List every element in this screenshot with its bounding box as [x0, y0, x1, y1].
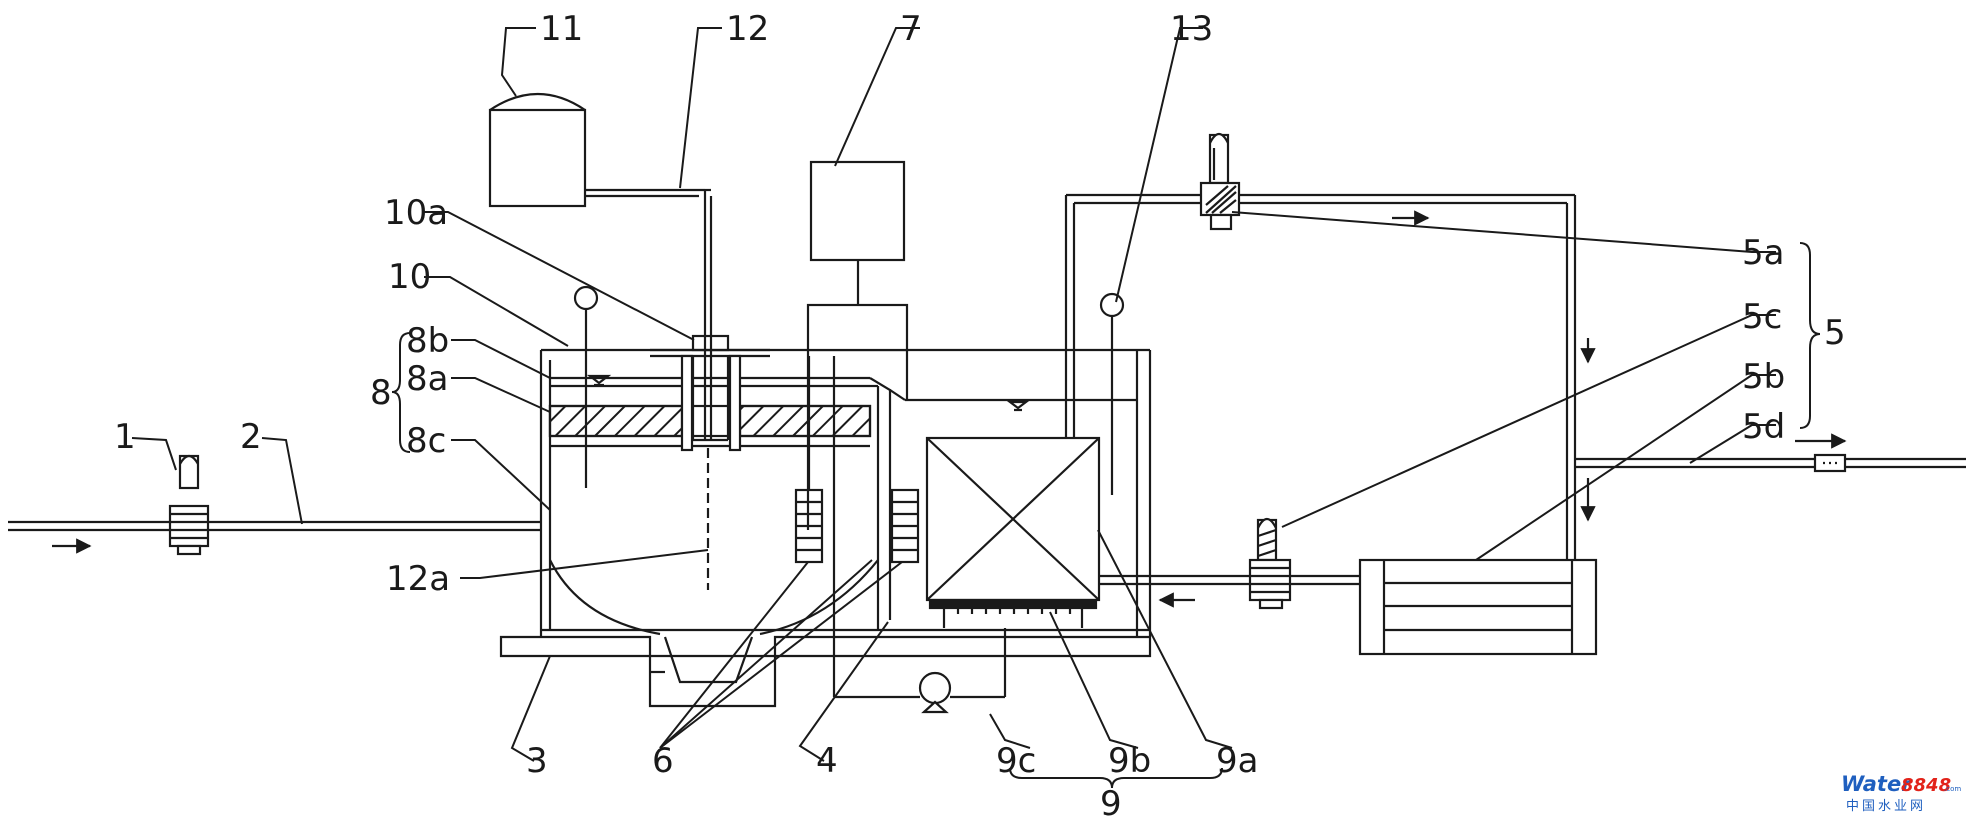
label-7: 7 [900, 9, 922, 49]
brace-5 [1799, 242, 1821, 429]
outlet-pipe-5d [1575, 453, 1966, 473]
label-12a: 12a [386, 559, 450, 599]
inlet-pipe [8, 520, 541, 532]
right-water-level [905, 398, 1137, 412]
return-pump-5c [1248, 517, 1292, 610]
labels: 1 2 3 4 5 6 7 8 8b 8a 8c 9 9a 9b 9c 10 1… [114, 9, 1846, 824]
watermark-suffix: .com [1944, 785, 1961, 793]
label-10: 10 [388, 257, 431, 297]
label-12: 12 [726, 9, 769, 49]
watermark-brand: Water [1841, 772, 1913, 796]
label-8a: 8a [406, 359, 448, 399]
sieve-6-right [890, 488, 920, 564]
label-3: 3 [526, 741, 548, 781]
label-6: 6 [652, 741, 674, 781]
return-pipe [1099, 574, 1360, 586]
label-5d: 5d [1742, 407, 1785, 447]
inlet-pump [168, 454, 210, 556]
permeate-line [1064, 193, 1577, 560]
tank-base [499, 635, 1152, 708]
label-9c: 9c [996, 741, 1036, 781]
label-13: 13 [1170, 9, 1213, 49]
level-gauge-right [1099, 292, 1125, 495]
brace-9 [1009, 767, 1223, 789]
level-gauge-left [573, 285, 599, 311]
label-1: 1 [114, 417, 136, 457]
label-4: 4 [816, 741, 838, 781]
blower-9c [918, 671, 952, 714]
label-10a: 10a [384, 193, 448, 233]
partition-4 [869, 377, 906, 630]
label-5c: 5c [1742, 297, 1782, 337]
label-8c: 8c [406, 421, 446, 461]
dosing-pipe-12 [585, 188, 713, 590]
air-line [834, 628, 1007, 699]
label-9: 9 [1100, 784, 1122, 824]
label-2: 2 [240, 417, 262, 457]
watermark-number: 8848 [1901, 775, 1951, 796]
label-5a: 5a [1742, 233, 1784, 273]
suction-pump-5a [1199, 132, 1241, 231]
label-9a: 9a [1216, 741, 1258, 781]
label-5b: 5b [1742, 357, 1785, 397]
watermark-logo: Water 8848 .com 中国水业网 [1841, 772, 1961, 814]
brace-8 [391, 332, 411, 453]
device-7 [806, 160, 909, 697]
leader-lines [131, 27, 1776, 762]
membrane-module-9a [925, 436, 1101, 602]
watermark-cn: 中国水业网 [1846, 799, 1926, 814]
label-9b: 9b [1108, 741, 1151, 781]
label-11: 11 [540, 9, 583, 49]
label-8b: 8b [406, 321, 449, 361]
exchanger-5b [1358, 558, 1598, 656]
label-8: 8 [370, 373, 392, 413]
chemical-tank-11 [488, 93, 587, 208]
water-zone-8c [549, 307, 879, 636]
aerator-9b [928, 598, 1098, 628]
label-5: 5 [1824, 313, 1846, 353]
